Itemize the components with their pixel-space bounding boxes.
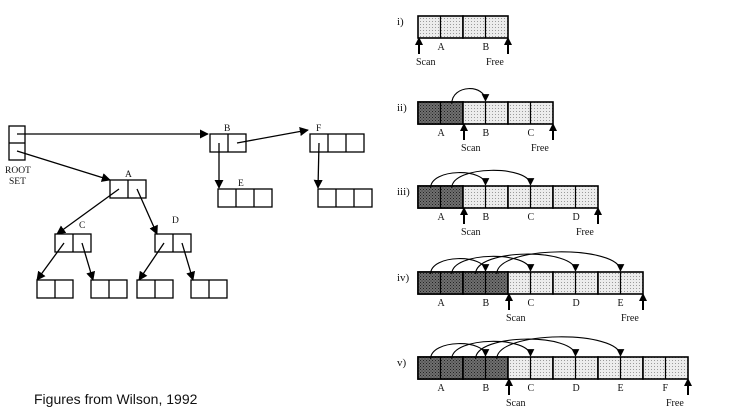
object-b: B [462, 101, 509, 139]
copy-arcs [430, 251, 625, 275]
label-a: A [125, 170, 132, 180]
object-a: A [417, 356, 464, 394]
stage-3: iii) A B C D Scan Free [397, 169, 602, 238]
object-b: B [462, 185, 509, 223]
free-label: Free [531, 143, 549, 154]
object-c: C [507, 101, 554, 139]
tree-labels: ROOT SET A B C D E F [5, 124, 321, 231]
free-pointer [684, 378, 692, 395]
object-label: D [573, 383, 580, 394]
object-label: A [438, 212, 446, 223]
object-label: B [483, 212, 490, 223]
object-label: C [528, 383, 535, 394]
object-label: B [483, 128, 490, 139]
node-f [309, 133, 365, 153]
node-f-child [317, 188, 373, 208]
stage-1: i) A B Scan Free [397, 15, 512, 68]
object-label: D [573, 298, 580, 309]
node-e [217, 188, 273, 208]
scan-label: Scan [461, 143, 480, 154]
object-a: A [417, 271, 464, 309]
scan-pointer [460, 123, 468, 140]
object-b: B [462, 356, 509, 394]
object-b: B [462, 15, 509, 53]
object-c: C [507, 271, 554, 309]
object-c: C [507, 356, 554, 394]
stage-4: iv) A B C D E Scan Free [397, 251, 647, 324]
free-pointer [549, 123, 557, 140]
object-e: E [597, 271, 644, 309]
stage-2: ii) A B C Scan Free [397, 88, 557, 154]
node-c [54, 233, 92, 253]
copy-arcs [430, 336, 625, 360]
scan-label: Scan [506, 313, 525, 324]
figure-caption: Figures from Wilson, 1992 [34, 391, 198, 407]
free-label: Free [621, 313, 639, 324]
object-label: B [483, 383, 490, 394]
scan-pointer [460, 207, 468, 224]
scan-pointer [505, 293, 513, 310]
object-a: A [417, 185, 464, 223]
label-f: F [316, 124, 321, 134]
object-label: C [528, 298, 535, 309]
node-d [154, 233, 192, 253]
object-c: C [507, 185, 554, 223]
label-e: E [238, 179, 244, 189]
object-label: D [573, 212, 580, 223]
free-pointer [504, 37, 512, 54]
scan-pointer [505, 378, 513, 395]
object-label: B [483, 298, 490, 309]
object-label: B [483, 42, 490, 53]
object-graph [8, 125, 373, 299]
scan-pointer [415, 37, 423, 54]
root-label-line2: SET [9, 177, 26, 187]
object-label: A [438, 128, 446, 139]
label-b: B [224, 124, 230, 134]
object-label: E [618, 298, 624, 309]
object-d: D [552, 356, 599, 394]
object-f: F [642, 356, 689, 394]
scan-label: Scan [461, 227, 480, 238]
root-label-line1: ROOT [5, 166, 31, 176]
root-set-box [8, 125, 26, 161]
object-d: D [552, 185, 599, 223]
free-pointer [639, 293, 647, 310]
stage-label: iii) [397, 186, 410, 198]
object-a: A [417, 101, 464, 139]
stage-label: v) [397, 357, 407, 369]
node-a [109, 179, 147, 199]
tree-pointers [16, 126, 323, 281]
object-label: A [438, 383, 446, 394]
scan-label: Scan [506, 398, 525, 409]
object-label: A [438, 298, 446, 309]
label-d: D [172, 216, 179, 226]
free-label: Free [576, 227, 594, 238]
stage-5: v) A B C D E F Scan Free [397, 336, 692, 409]
stage-label: ii) [397, 102, 407, 114]
free-label: Free [486, 57, 504, 68]
stage-label: iv) [397, 272, 410, 284]
object-label: A [438, 42, 446, 53]
copy-arcs [430, 169, 535, 189]
label-c: C [79, 221, 85, 231]
object-e: E [597, 356, 644, 394]
object-label: C [528, 212, 535, 223]
object-d: D [552, 271, 599, 309]
leaf-nodes [36, 279, 228, 299]
object-a: A [417, 15, 464, 53]
object-label: C [528, 128, 535, 139]
free-label: Free [666, 398, 684, 409]
object-label: E [618, 383, 624, 394]
copy-arcs [451, 88, 490, 105]
stage-label: i) [397, 16, 404, 28]
object-b: B [462, 271, 509, 309]
free-pointer [594, 207, 602, 224]
object-label: F [663, 383, 669, 394]
scan-label: Scan [416, 57, 435, 68]
